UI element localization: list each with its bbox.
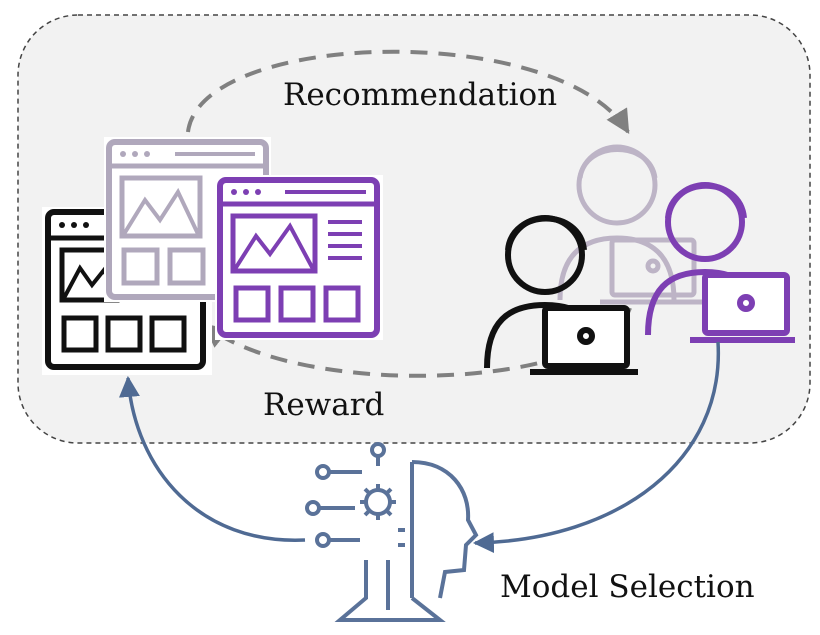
browser-window-icon-purple bbox=[215, 175, 383, 340]
reward-label: Reward bbox=[263, 387, 385, 423]
user-laptop-icon-light bbox=[557, 144, 706, 305]
recommendation-arrow bbox=[186, 49, 630, 135]
recommendation-label: Recommendation bbox=[283, 77, 558, 113]
ai-robot-head-icon bbox=[305, 442, 479, 622]
model-to-items-arrow bbox=[118, 375, 306, 542]
users-to-model-arrow bbox=[472, 341, 720, 554]
user-laptop-icon-black bbox=[484, 215, 638, 375]
model-selection-label: Model Selection bbox=[500, 569, 755, 605]
user-laptop-icon-purple bbox=[645, 182, 795, 343]
